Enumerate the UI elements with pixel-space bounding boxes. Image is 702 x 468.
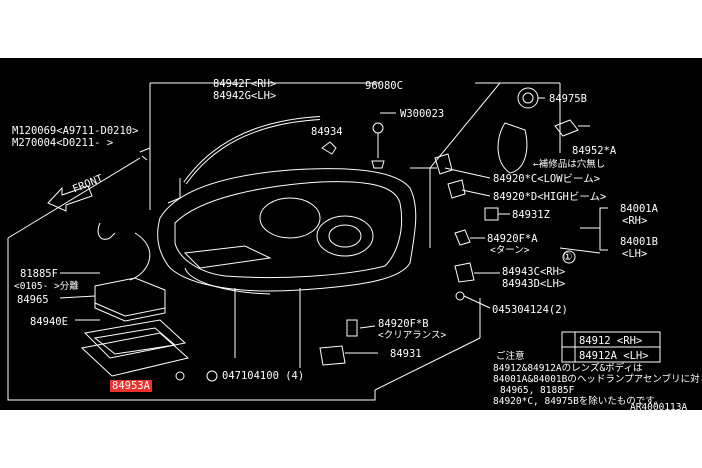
callout-1-circle (562, 250, 576, 264)
label-84931: 84931 (390, 348, 422, 360)
label-m270004: M270004<D0211- > (12, 137, 114, 149)
grommet-96080c (372, 122, 384, 134)
label-84934: 84934 (311, 126, 343, 138)
table-84912-rh: 84912 <RH> (579, 335, 643, 347)
label-84942f: 84942F<RH> (213, 78, 277, 90)
headlamp-housing (157, 168, 417, 292)
label-84920fa: 84920F*A (487, 233, 538, 245)
bracket-84943 (454, 262, 475, 283)
table-84912a-lh: 84912A <LH> (579, 350, 649, 362)
note-title: ご注意 (496, 351, 525, 362)
label-w300023: W300023 (400, 108, 445, 120)
boundary-lower-left (7, 238, 376, 401)
label-84942g: 84942G<LH> (213, 90, 277, 102)
label-84943c: 84943C<RH> (502, 266, 566, 278)
note-hole: ←補修品は穴無し (533, 159, 606, 170)
front-arrow (47, 185, 93, 212)
note-line-2: 84001A&84001Bのヘッドランプアセンブリに対して (493, 374, 702, 385)
label-84920fa-sub: <ターン> (490, 245, 530, 256)
bulb-84920c (434, 153, 453, 175)
label-81885f: 81885F (20, 268, 58, 280)
boundary-right (429, 82, 502, 248)
screw-045304124 (455, 291, 465, 301)
wiring-harness (129, 232, 151, 281)
diagram-id: AR4000113A (630, 402, 688, 410)
connector-84952a (554, 119, 579, 137)
label-84952a: 84952*A (572, 145, 617, 157)
callout-1: ① (563, 251, 573, 263)
turn-lamp-section (183, 245, 272, 269)
diagram-lines (7, 82, 661, 401)
screw-047104100 (175, 371, 185, 381)
label-047104100: 047104100 (4) (222, 370, 305, 382)
note-line-1: 84912&84912Aのレンズ&ボディは (493, 363, 643, 374)
boundary-diag (7, 157, 141, 239)
label-84953a: 84953A (110, 380, 152, 392)
wiring-connector (97, 222, 116, 240)
label-84001a: 84001A (620, 203, 658, 215)
bulb-84920fa (454, 229, 471, 246)
parts-diagram-panel: 84942F<RH> 84942G<LH> 96080C W300023 849… (0, 58, 702, 410)
boundary-lower-right (374, 337, 481, 391)
socket-84931z (484, 207, 499, 221)
socket-84931 (319, 345, 346, 366)
label-84920d: 84920*D<HIGHビーム> (493, 191, 607, 203)
label-84920c: 84920*C<LOWビーム> (493, 173, 601, 185)
label-m120069: M120069<A9711-D0210> (12, 125, 139, 137)
label-045304124: 045304124(2) (492, 304, 568, 316)
label-84920fb: 84920F*B (378, 318, 429, 330)
label-96080c: 96080C (365, 80, 403, 92)
bulb-84920d (447, 179, 466, 199)
label-84943d: 84943D<LH> (502, 278, 566, 290)
label-84965: 84965 (17, 294, 49, 306)
label-84940e: 84940E (30, 316, 68, 328)
lamp-trim-strip (183, 116, 321, 185)
cover-84940e (83, 319, 187, 359)
screw-m120069 (139, 147, 151, 161)
low-beam-reflector (259, 197, 321, 239)
note-line-3: 84965, 81885F (500, 385, 575, 396)
highlight-84953a: 84953A (110, 380, 152, 392)
label-84001b: 84001B (620, 236, 658, 248)
label-84001b-lh: <LH> (622, 248, 648, 260)
bulb-cover-84975b (517, 87, 539, 109)
note-line-4: 84920*C, 84975Bを除いたものです。 (493, 396, 664, 407)
bracket-84934 (321, 141, 337, 155)
label-84975b: 84975B (549, 93, 587, 105)
bulb-84920fb (346, 319, 358, 337)
high-beam-reflector (316, 215, 374, 257)
bulb-cap-84952a (497, 122, 528, 174)
headlamp-lens (174, 181, 403, 279)
label-84931z: 84931Z (512, 209, 550, 221)
bracket-84953a (80, 332, 190, 377)
label-84001a-rh: <RH> (622, 215, 648, 227)
label-81885f-sub: <0105- >分離 (14, 281, 79, 292)
label-84920fb-sub: <クリアランス> (378, 330, 447, 341)
ballast-84965 (94, 277, 166, 317)
